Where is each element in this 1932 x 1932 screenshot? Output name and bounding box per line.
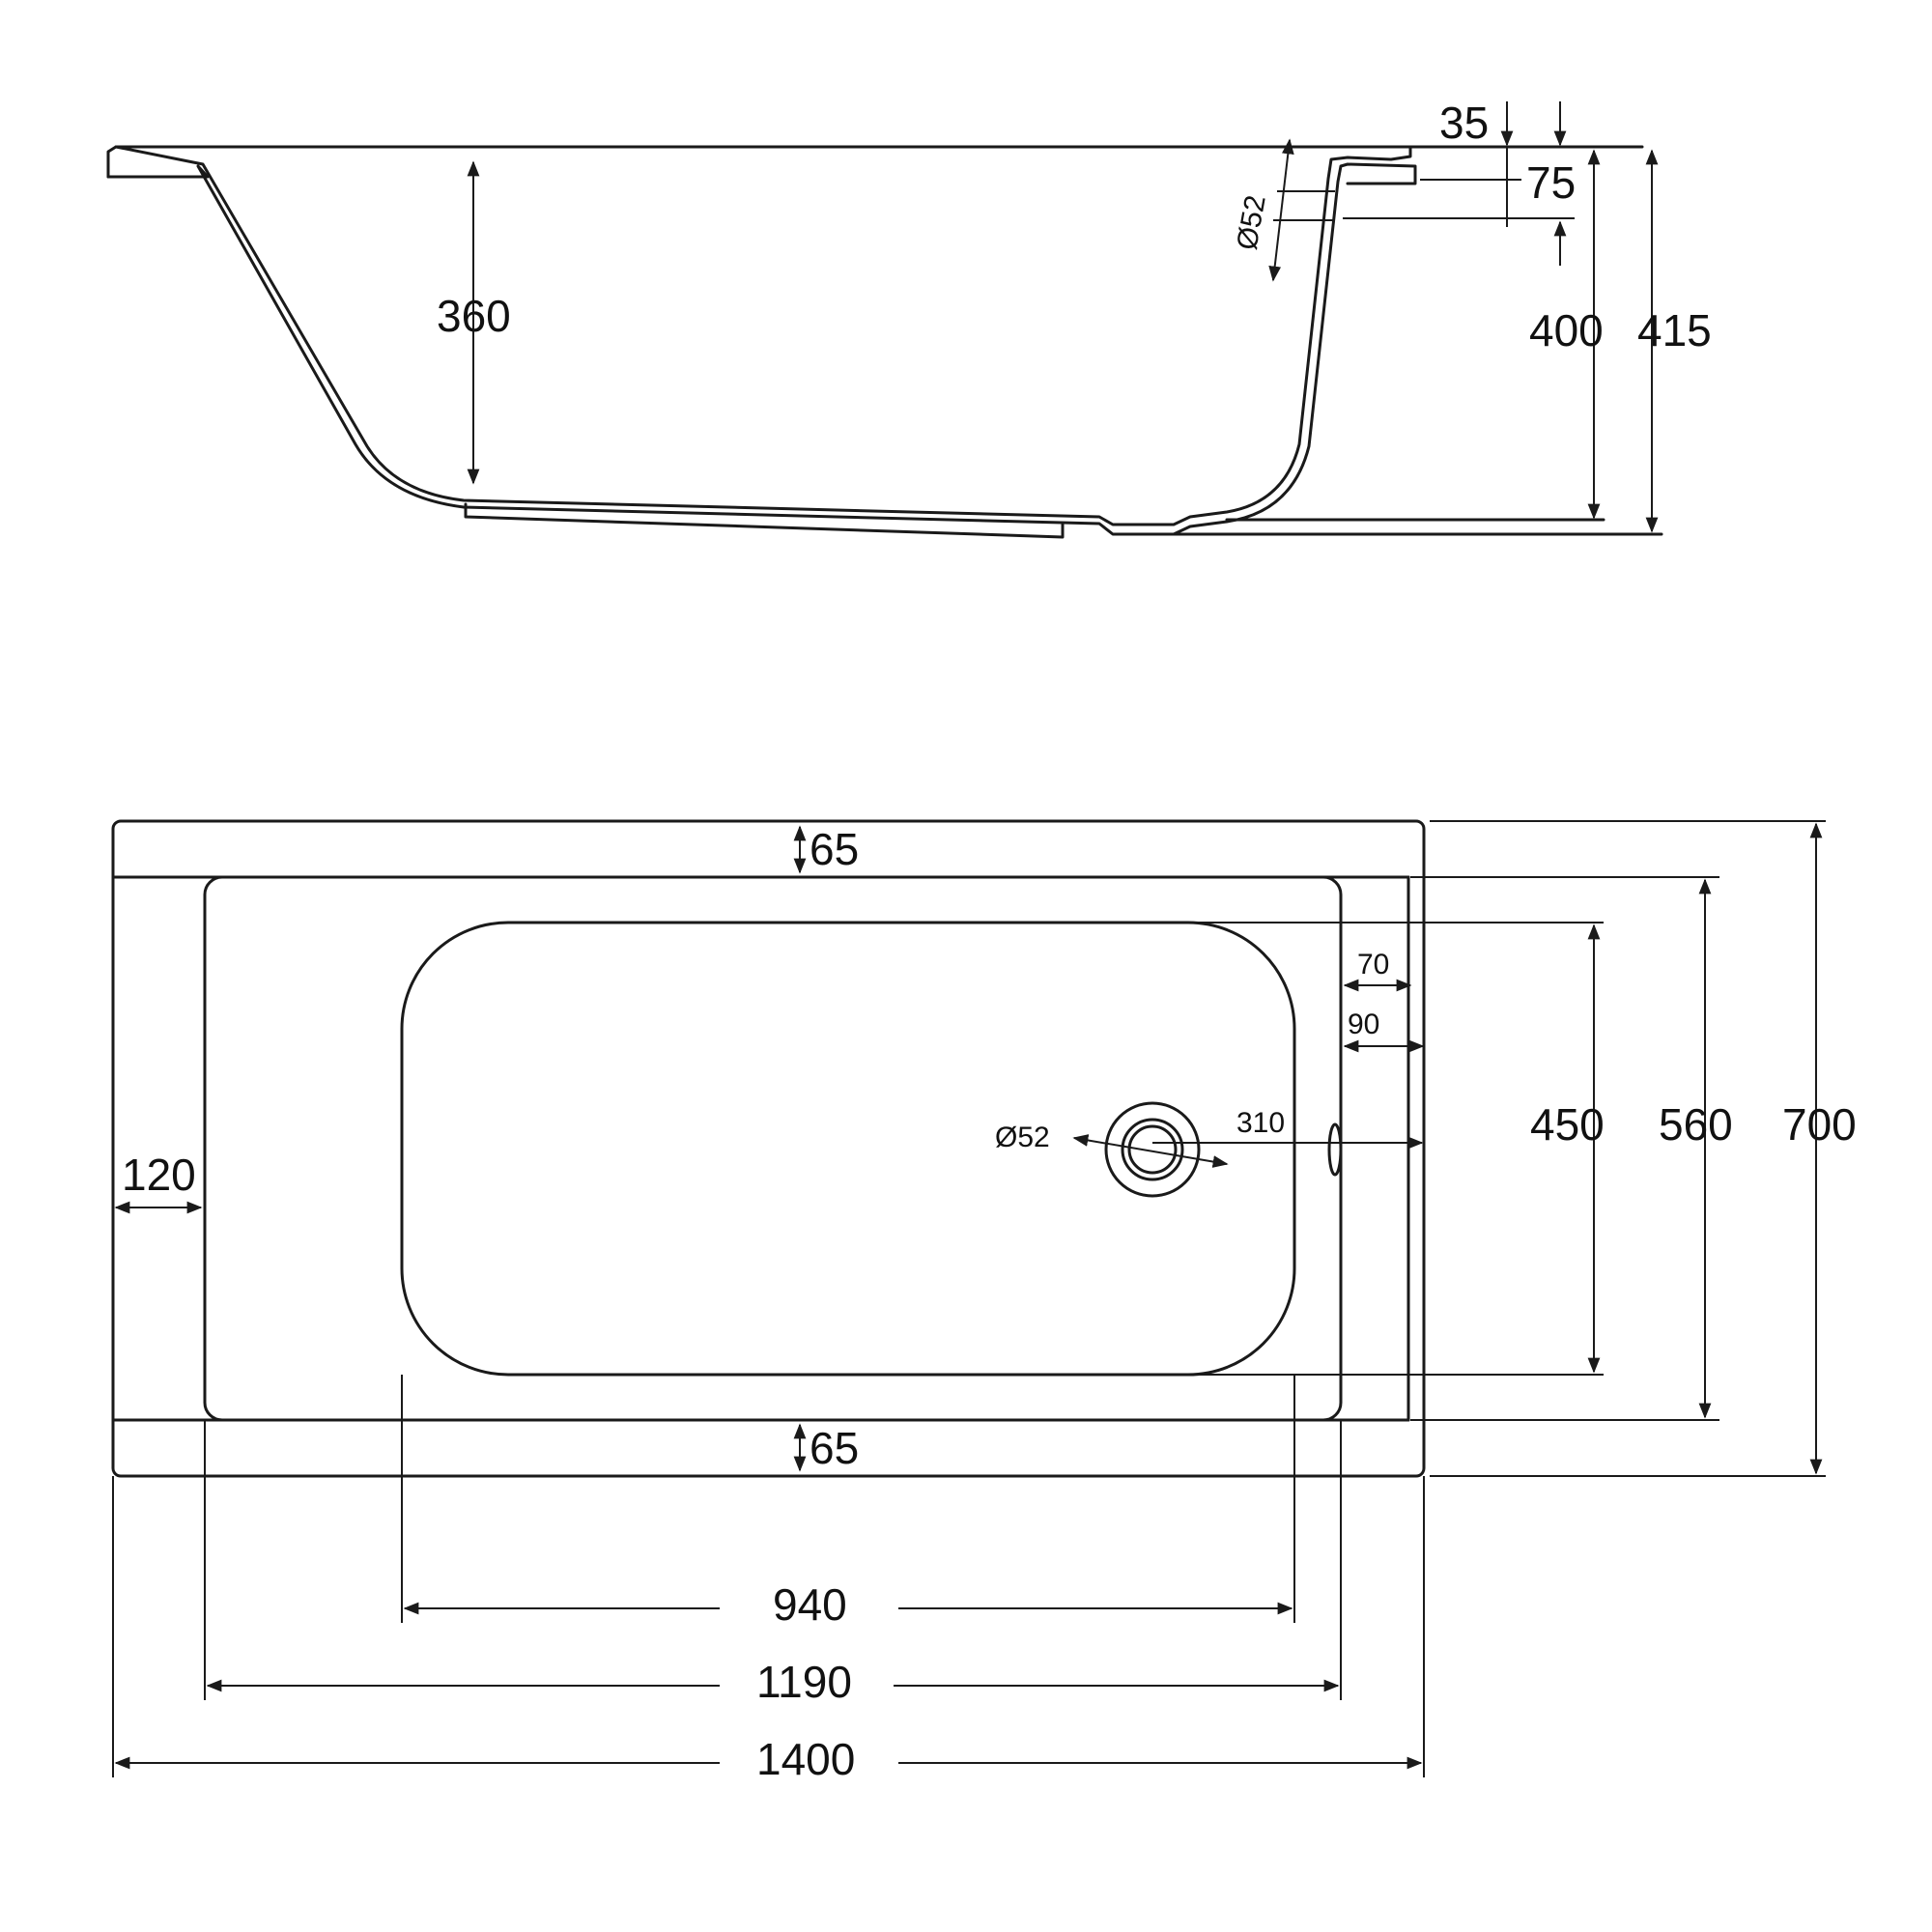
outer-rim (111, 819, 1426, 1478)
basin-outline (203, 875, 1343, 1422)
label-75: 75 (1526, 157, 1576, 208)
drain-diameter-line (1072, 1134, 1229, 1168)
label-35: 35 (1439, 98, 1489, 148)
drain-inner (1127, 1124, 1178, 1175)
label-310: 310 (1236, 1107, 1285, 1139)
overflow-dim-line (1268, 138, 1294, 282)
inner-bottom (400, 921, 1296, 1377)
tub-profile-outer (106, 145, 1412, 526)
tub-foot (464, 502, 1065, 539)
label-90: 90 (1348, 1009, 1379, 1040)
label-415: 415 (1637, 305, 1712, 355)
label-70: 70 (1357, 949, 1389, 980)
label-65-bottom: 65 (810, 1423, 859, 1473)
label-120: 120 (122, 1150, 196, 1200)
label-450: 450 (1530, 1099, 1605, 1150)
top-view: Ø52 310 65 65 120 70 90 450 560 700 (111, 819, 1857, 1784)
label-overflow-diameter: Ø52 (1231, 193, 1271, 253)
label-65-top: 65 (810, 824, 859, 874)
label-drain-diameter: Ø52 (995, 1122, 1050, 1153)
tub-profile-inner (106, 162, 1417, 536)
label-400: 400 (1529, 305, 1604, 355)
overflow-ellipse (1327, 1122, 1343, 1177)
label-940: 940 (773, 1579, 847, 1630)
label-1400: 1400 (756, 1734, 855, 1784)
drain-outer (1104, 1101, 1201, 1198)
label-1190: 1190 (756, 1657, 852, 1707)
label-560: 560 (1659, 1099, 1733, 1150)
label-360: 360 (437, 291, 511, 341)
drain-mid (1121, 1118, 1184, 1181)
label-700: 700 (1782, 1099, 1857, 1150)
side-view: 360 Ø52 35 75 400 415 (106, 98, 1712, 539)
